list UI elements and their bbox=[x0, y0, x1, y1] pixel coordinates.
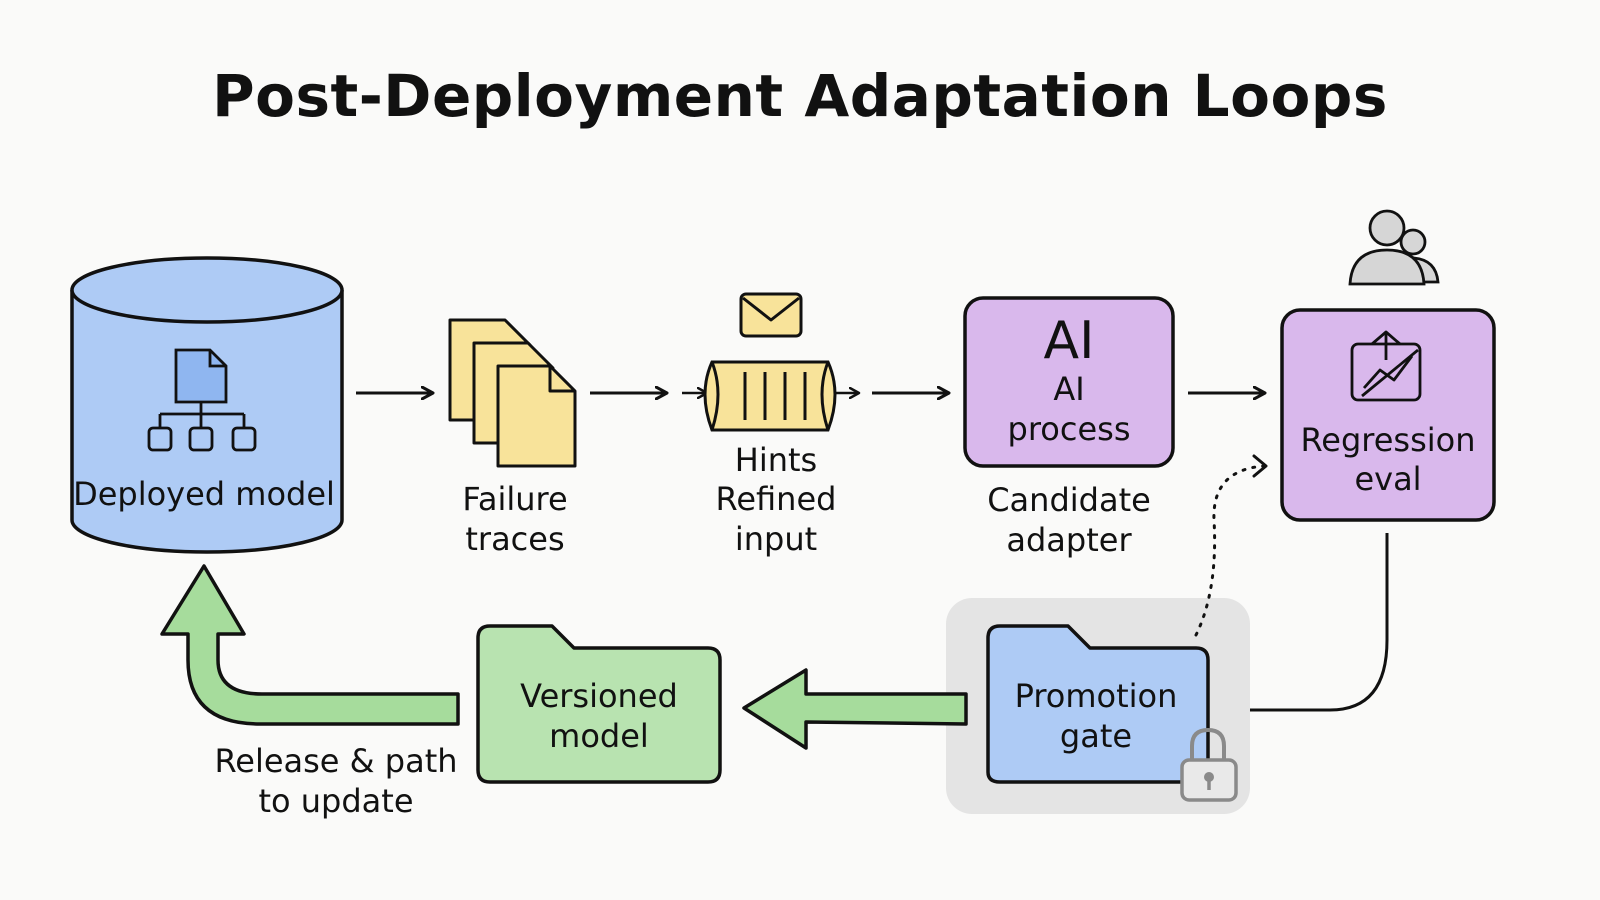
ai-process-node: AI AI process bbox=[963, 296, 1175, 468]
versioned-model-node: Versioned model bbox=[476, 624, 722, 784]
arrow-gate-to-versioned bbox=[742, 668, 968, 750]
users-icon bbox=[1348, 209, 1440, 286]
envelope-icon bbox=[739, 292, 803, 338]
diagram-title: Post-Deployment Adaptation Loops bbox=[212, 62, 1388, 130]
folder-icon-green bbox=[476, 624, 722, 784]
hints-label-2: Refined bbox=[716, 480, 837, 518]
ai-process-line-1: AI bbox=[1053, 370, 1084, 408]
candidate-adapter-label-1: Candidate bbox=[987, 481, 1151, 519]
promotion-gate-line-1: Promotion bbox=[1015, 677, 1178, 715]
dotted-feedback-arrow bbox=[1194, 464, 1266, 637]
folder-icon bbox=[986, 624, 1210, 784]
regression-eval-line-2: eval bbox=[1354, 460, 1421, 498]
ai-badge: AI bbox=[1044, 311, 1095, 371]
release-label-2: to update bbox=[258, 782, 413, 820]
deployed-model-label: Deployed model bbox=[73, 475, 335, 513]
dotted-arrow-head bbox=[1252, 454, 1268, 478]
promotion-gate-line-2: gate bbox=[1060, 717, 1132, 755]
chart-icon bbox=[1350, 330, 1422, 402]
versioned-model-line-2: model bbox=[549, 717, 649, 755]
promotion-gate-node: Promotion gate bbox=[986, 624, 1210, 784]
queue-icon bbox=[703, 360, 837, 432]
documents-icon bbox=[448, 318, 577, 468]
ai-process-line-2: process bbox=[1008, 410, 1131, 448]
hints-label-1: Hints bbox=[735, 441, 817, 479]
arrow-release-to-deployed bbox=[160, 564, 460, 726]
deployed-model-node: Deployed model bbox=[70, 256, 344, 554]
release-label-1: Release & path bbox=[214, 742, 457, 780]
failure-traces-label-1: Failure bbox=[462, 480, 567, 518]
failure-traces-label-2: traces bbox=[465, 520, 564, 558]
regression-eval-line-1: Regression bbox=[1300, 421, 1475, 459]
versioned-model-line-1: Versioned bbox=[520, 677, 678, 715]
lock-icon bbox=[1180, 727, 1238, 802]
arrow-eval-to-gate bbox=[1230, 533, 1389, 710]
hints-label-3: input bbox=[735, 520, 817, 558]
regression-eval-node: Regression eval bbox=[1280, 308, 1496, 522]
candidate-adapter-label-2: adapter bbox=[1006, 521, 1132, 559]
hierarchy-doc-icon bbox=[147, 348, 257, 452]
